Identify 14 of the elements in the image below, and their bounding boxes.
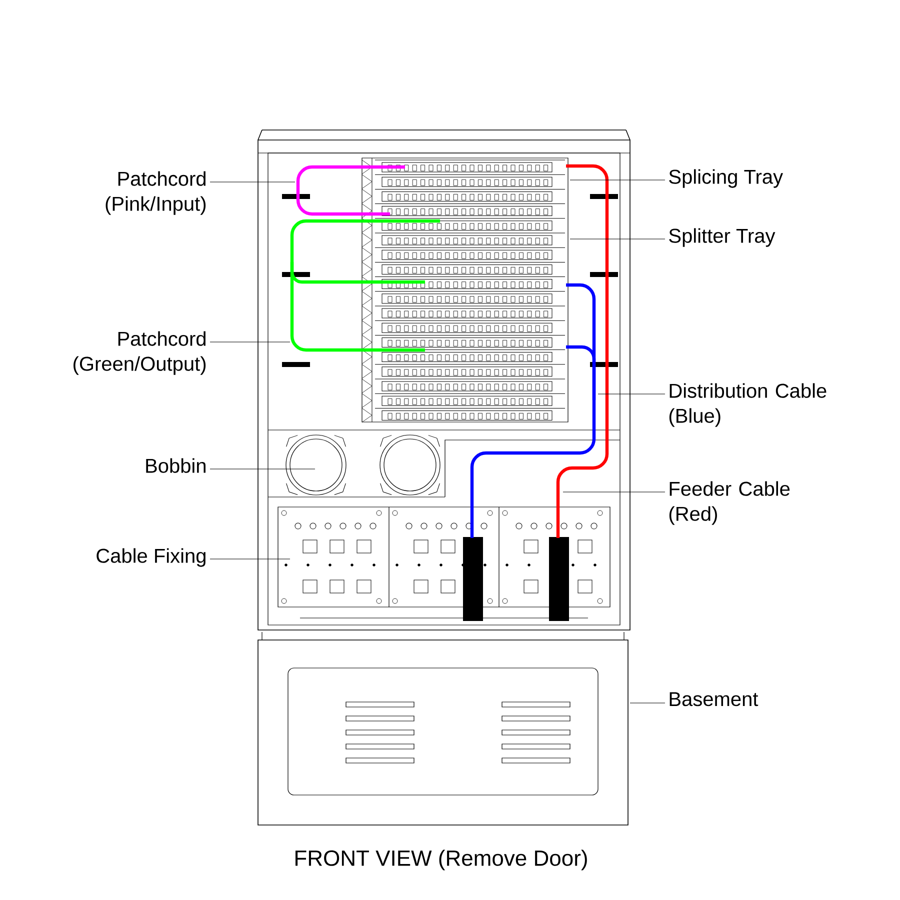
leader-line: [210, 468, 316, 470]
part-label: Cable Fixing: [96, 548, 206, 567]
leader-line: [570, 238, 666, 240]
part-label: Splicing Tray: [669, 169, 783, 188]
part-label: Patchcord (Pink/Input): [106, 171, 206, 215]
part-label: Distribution Cable (Blue): [669, 383, 826, 427]
leader-line: [630, 702, 666, 704]
leader-line: [210, 558, 290, 560]
caption: FRONT VIEW (Remove Door): [296, 850, 587, 870]
part-label: Splitter Tray: [669, 228, 776, 247]
part-label: Patchcord (Green/Output): [74, 331, 206, 375]
part-label: Bobbin: [146, 458, 206, 473]
part-label: Basement: [670, 692, 758, 706]
part-label: Feeder Cable (Red): [669, 481, 790, 525]
